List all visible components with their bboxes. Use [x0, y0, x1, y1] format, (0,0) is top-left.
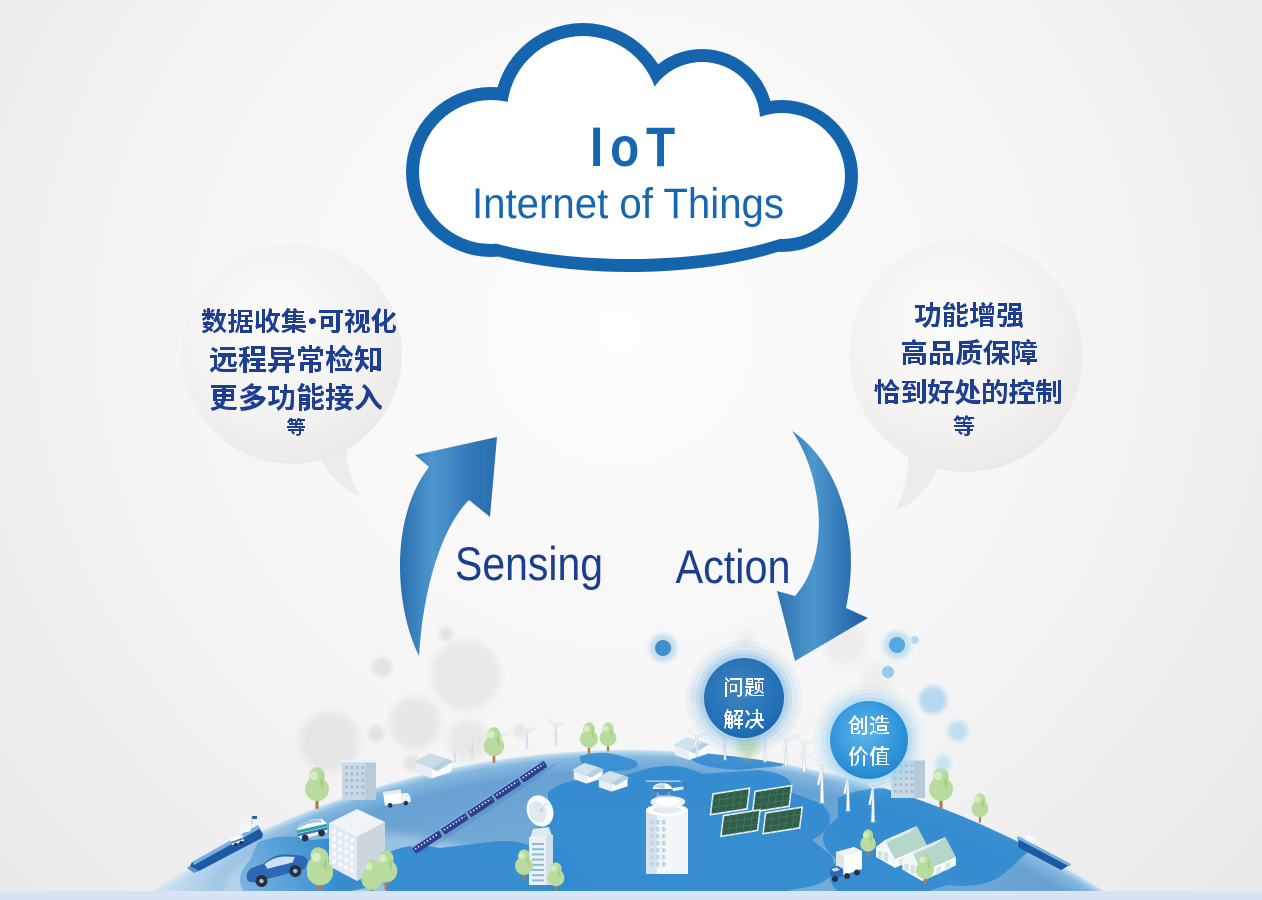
svg-text:Action: Action [676, 540, 791, 593]
svg-text:IoT: IoT [590, 115, 682, 178]
svg-text:Internet of Things: Internet of Things [472, 180, 784, 228]
svg-text:Sensing: Sensing [455, 537, 603, 590]
